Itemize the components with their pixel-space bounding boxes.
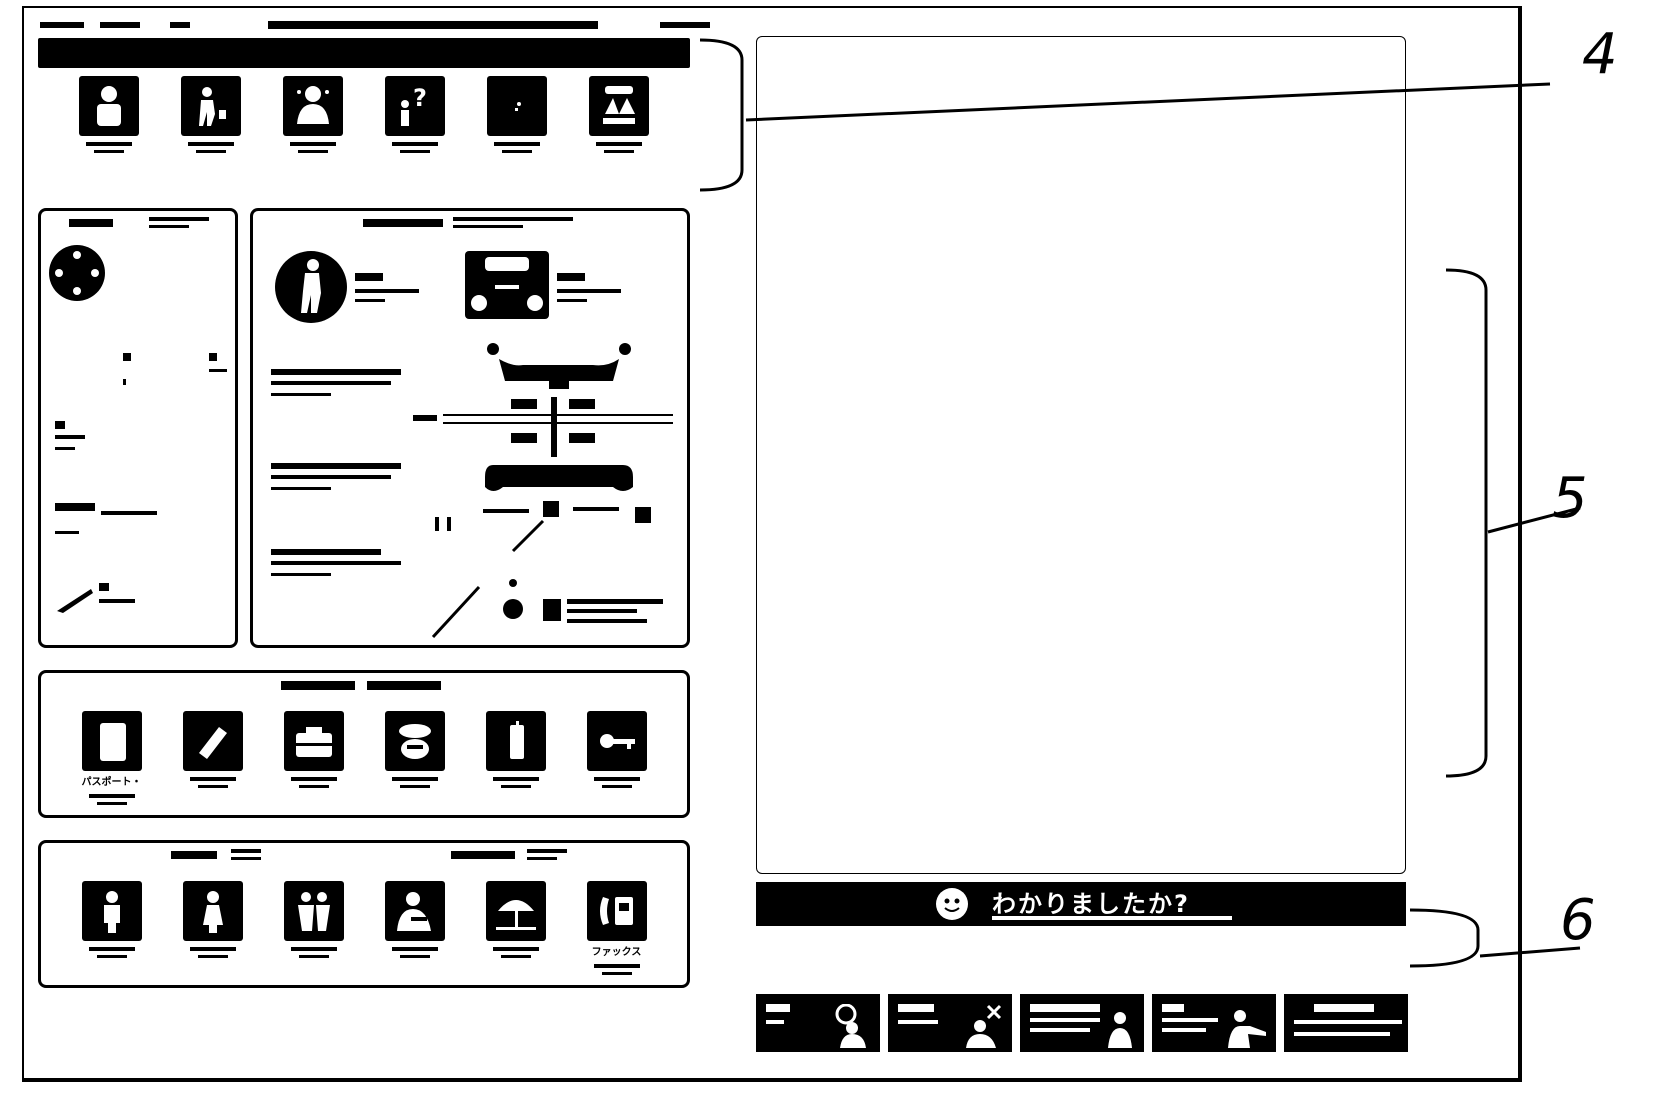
woman-icon [182, 881, 243, 941]
help-person-icon [1228, 1010, 1266, 1048]
face-icon [936, 888, 968, 920]
items-panel: パスポート・ [38, 670, 690, 818]
bus-icon[interactable] [465, 251, 549, 319]
callout-5: 5 [1552, 466, 1588, 531]
terminal-map [413, 343, 673, 639]
key-icon [586, 711, 647, 771]
tile-staff[interactable] [365, 881, 465, 975]
no-button[interactable] [888, 994, 1012, 1052]
yes-person-icon [835, 1004, 866, 1048]
no-person-icon [966, 1004, 1002, 1048]
other-button[interactable] [1284, 994, 1408, 1052]
phone-icon [485, 711, 546, 771]
lost-child-icon [283, 76, 343, 136]
lost-item-icon [181, 76, 241, 136]
category-panel-title [38, 38, 690, 68]
tile-wallet[interactable] [163, 711, 263, 805]
passport-icon [81, 711, 142, 771]
tile-family-group[interactable] [264, 881, 364, 975]
callout-4: 4 [1582, 22, 1618, 87]
confirm-title: わかりましたか? [992, 890, 1190, 918]
tile-phone-fax[interactable]: ファックス [567, 881, 667, 975]
people-panel: ファックス [38, 840, 690, 988]
callout-6: 6 [1560, 888, 1596, 953]
tile-man[interactable] [62, 881, 162, 975]
family-group-icon [283, 881, 344, 941]
status-bar [40, 18, 730, 32]
yes-button[interactable] [756, 994, 880, 1052]
question-person-icon: ? [385, 76, 445, 136]
display-area [756, 36, 1406, 874]
tile-family[interactable] [569, 76, 669, 153]
phone-fax-icon [586, 881, 647, 941]
tile-lost-item[interactable] [161, 76, 261, 153]
tile-passport[interactable]: パスポート・ [62, 711, 162, 805]
family-icon [589, 76, 649, 136]
tile-woman[interactable] [163, 881, 263, 975]
tile-boarding-pass[interactable] [365, 711, 465, 805]
walking-icon[interactable] [275, 251, 347, 323]
tile-question[interactable]: ? [365, 76, 465, 153]
confused-person-icon [1108, 1012, 1132, 1048]
umbrella-icon [485, 881, 546, 941]
tile-person[interactable] [59, 76, 159, 153]
tile-phone[interactable] [466, 711, 566, 805]
left-panel [38, 208, 238, 648]
tile-key[interactable] [567, 711, 667, 805]
man-icon [81, 881, 142, 941]
tile-dark[interactable] [467, 76, 567, 153]
tile-umbrella[interactable] [466, 881, 566, 975]
category-panel: ? [38, 38, 690, 184]
help-button[interactable] [1152, 994, 1276, 1052]
boarding-pass-icon [384, 711, 445, 771]
tile-lost-child[interactable] [263, 76, 363, 153]
staff-icon [384, 881, 445, 941]
map-panel [250, 208, 690, 648]
svg-text:?: ? [413, 84, 427, 112]
dont-understand-button[interactable] [1020, 994, 1144, 1052]
wallet-icon [182, 711, 243, 771]
confirm-bar: わかりましたか? [756, 882, 1406, 926]
dpad-icon[interactable] [49, 245, 105, 301]
tile-bag[interactable] [264, 711, 364, 805]
bag-icon [283, 711, 344, 771]
dark-tile-icon [487, 76, 547, 136]
person-icon [79, 76, 139, 136]
airplane-icon [55, 585, 95, 619]
